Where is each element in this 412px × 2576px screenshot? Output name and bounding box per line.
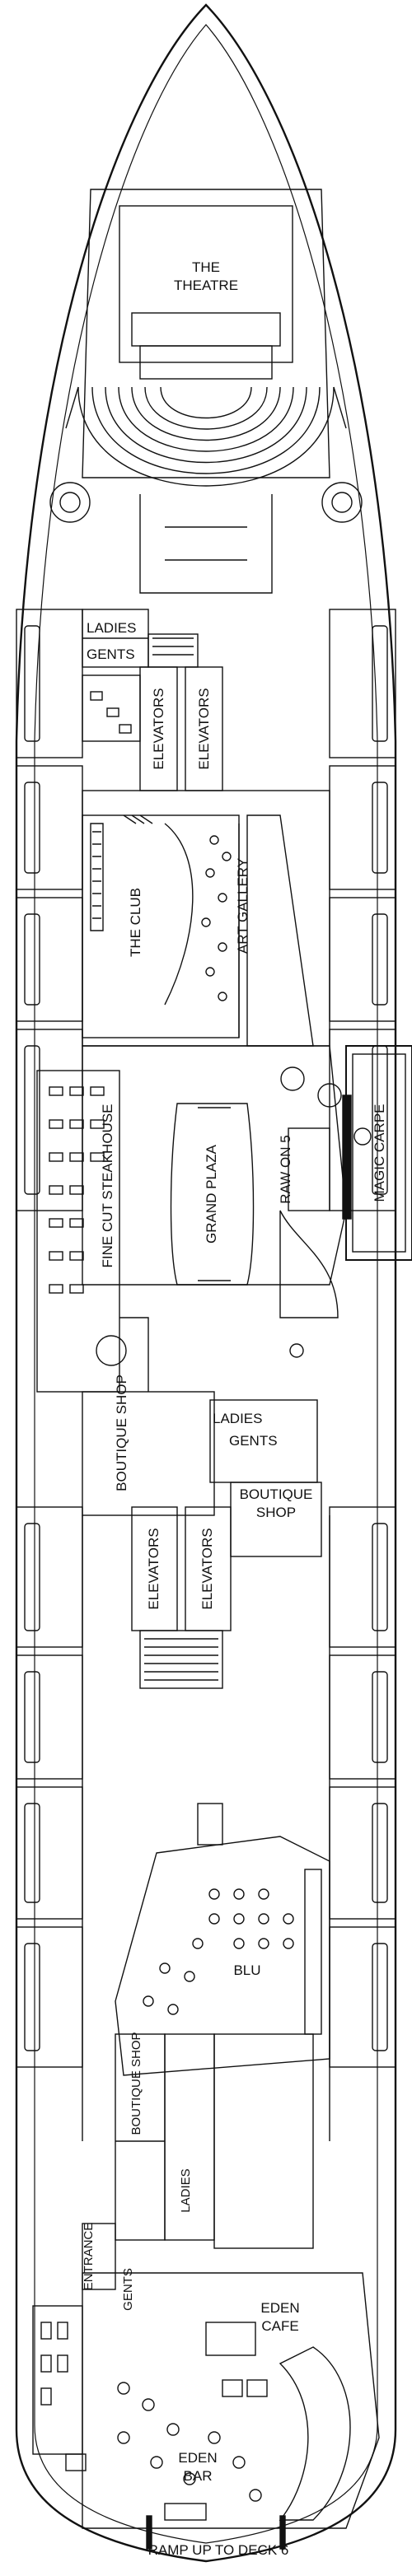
magic-carpet — [342, 1045, 412, 1261]
aft-shops — [32, 2033, 314, 2471]
label-blu: BLU — [233, 1962, 260, 1978]
label-ramp-up-to-deck-6: RAMP UP TO DECK 6 — [148, 2542, 289, 2558]
label-the-club: THE CLUB — [128, 888, 143, 957]
label-magic-carpet: MAGIC CARPE — [372, 1104, 387, 1202]
label-eden-cafe-1: EDEN — [260, 2300, 299, 2316]
label-boutique-shop-stbd-2: SHOP — [256, 1505, 296, 1520]
label-ladies-aft: LADIES — [179, 2168, 193, 2212]
label-gents-aft: GENTS — [121, 2268, 135, 2311]
label-theatre-2: THEATRE — [174, 278, 238, 293]
label-boutique-shop-stbd-1: BOUTIQUE — [240, 1486, 313, 1502]
fwd-core — [82, 609, 223, 791]
label-eden-cafe-2: CAFE — [261, 2318, 298, 2334]
label-eden-bar-1: EDEN — [178, 2450, 217, 2466]
label-gents-mid: GENTS — [229, 1433, 278, 1449]
label-eden-bar-2: BAR — [184, 2468, 213, 2484]
club-area — [82, 790, 330, 1047]
label-elevators-mid-a: ELEVATORS — [146, 1528, 162, 1609]
label-elevators-mid-b: ELEVATORS — [199, 1528, 215, 1609]
label-ladies-fwd: LADIES — [87, 620, 136, 636]
grand-plaza-area — [82, 1045, 372, 1358]
label-elevators-fwd-b: ELEVATORS — [196, 688, 212, 769]
steakhouse-area — [36, 1070, 149, 1393]
stateroom-strip-stbd-fwd — [329, 609, 396, 1211]
label-gents-fwd: GENTS — [87, 646, 135, 662]
label-elevators-fwd-a: ELEVATORS — [151, 688, 166, 769]
label-theatre-1: THE — [192, 259, 220, 275]
label-boutique-shop-port: BOUTIQUE SHOP — [114, 1374, 129, 1491]
label-art-gallery: ART GALLERY — [235, 858, 250, 954]
hull-outer — [15, 3, 397, 2563]
label-grand-plaza: GRAND PLAZA — [204, 1144, 219, 1244]
stateroom-strip-port-aft — [16, 1506, 83, 2068]
label-entrance: ENTRANCE — [82, 2223, 96, 2291]
stateroom-strip-stbd-aft — [329, 1506, 396, 2068]
label-raw-on-5: RAW ON 5 — [278, 1135, 293, 1203]
hull-inner — [34, 24, 378, 2544]
label-fine-cut-steakhouse: FINE CUT STEAKHOUSE — [100, 1104, 115, 1268]
label-ladies-mid: LADIES — [213, 1411, 262, 1426]
eden-area — [82, 2272, 380, 2550]
label-boutique-shop-aft: BOUTIQUE SHOP — [129, 2032, 143, 2135]
theatre-area — [49, 189, 363, 594]
